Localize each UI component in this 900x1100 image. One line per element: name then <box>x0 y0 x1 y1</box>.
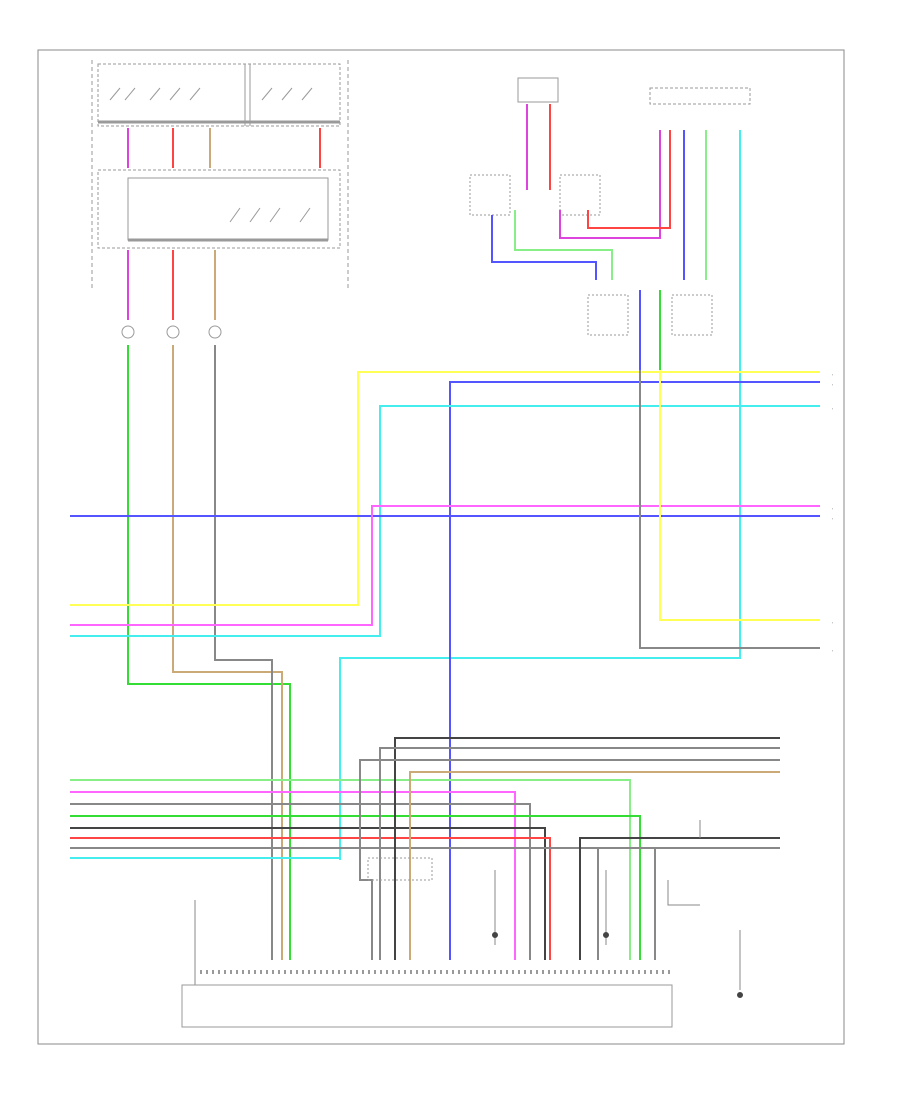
wire-lightgreen-loop <box>514 210 613 280</box>
component-box <box>469 174 511 216</box>
diagram-frame <box>37 49 845 1045</box>
wire-yellow-right <box>659 370 820 621</box>
connector-arrow-icon: › <box>832 373 833 377</box>
wire-segment <box>597 847 780 960</box>
wire-segment <box>579 837 780 960</box>
wire-blue-loop <box>491 215 597 280</box>
edge-connectors: › › › › › › › <box>832 373 833 653</box>
wire-gray-left <box>214 345 273 960</box>
switch-contact-icon <box>109 87 313 101</box>
switch-drops <box>127 128 321 320</box>
wire-bus-gray2 <box>70 847 656 960</box>
wire-segment <box>359 759 780 960</box>
wire-bus-green <box>70 815 641 960</box>
wire-bus-pink <box>70 791 516 960</box>
component-box <box>649 87 751 105</box>
switch-box-lower <box>97 169 341 249</box>
wire-yellow-upper <box>70 371 820 606</box>
connector-arrow-icon: › <box>832 383 833 387</box>
wire-top-red <box>587 130 671 229</box>
component-box <box>517 77 559 103</box>
top-right-wires <box>339 104 741 860</box>
switch-contact-icon <box>229 207 311 223</box>
wire-top-magenta <box>559 130 661 239</box>
wire-cyan-upper <box>70 405 820 637</box>
switch-inner-box <box>127 177 329 241</box>
wire-segment <box>409 771 780 960</box>
connector-circle <box>166 325 180 339</box>
main-module-box <box>181 984 673 1028</box>
component-marker-dot <box>492 932 498 938</box>
connector-arrow-icon: › <box>832 517 833 521</box>
connector-circle <box>121 325 135 339</box>
component-marker <box>367 857 433 881</box>
long-wires <box>70 345 820 960</box>
component-box <box>559 174 601 216</box>
wire-top-cyan <box>339 130 741 860</box>
lower-bus <box>70 737 780 998</box>
top-right-components <box>469 77 751 336</box>
wire-segment <box>667 880 700 906</box>
wire-segment <box>379 747 780 960</box>
wire-bus-red <box>70 837 551 960</box>
steering-switch-assembly <box>91 60 349 339</box>
wire-segment <box>394 737 780 960</box>
connector-arrow-icon: › <box>832 649 833 653</box>
connector-arrow-icon: › <box>832 407 833 411</box>
wire-bus-gray1 <box>70 803 531 960</box>
wire-blue-upper <box>449 381 820 960</box>
wire-bus-dark <box>70 827 546 960</box>
wire-green-left <box>127 345 291 960</box>
component-box <box>671 294 713 336</box>
ground-icon <box>737 992 743 998</box>
inline-markers <box>194 857 609 985</box>
component-box <box>587 294 629 336</box>
wire-tan-left <box>172 345 283 960</box>
wire-bus-lightgreen <box>70 779 631 960</box>
connector-arrow-icon: › <box>832 621 833 625</box>
wire-pink-mid <box>70 505 820 626</box>
connector-arrow-icon: › <box>832 507 833 511</box>
wire-gray-right <box>639 370 820 649</box>
connector-circle <box>208 325 222 339</box>
component-marker-dot <box>603 932 609 938</box>
switch-box-upper <box>97 63 341 127</box>
